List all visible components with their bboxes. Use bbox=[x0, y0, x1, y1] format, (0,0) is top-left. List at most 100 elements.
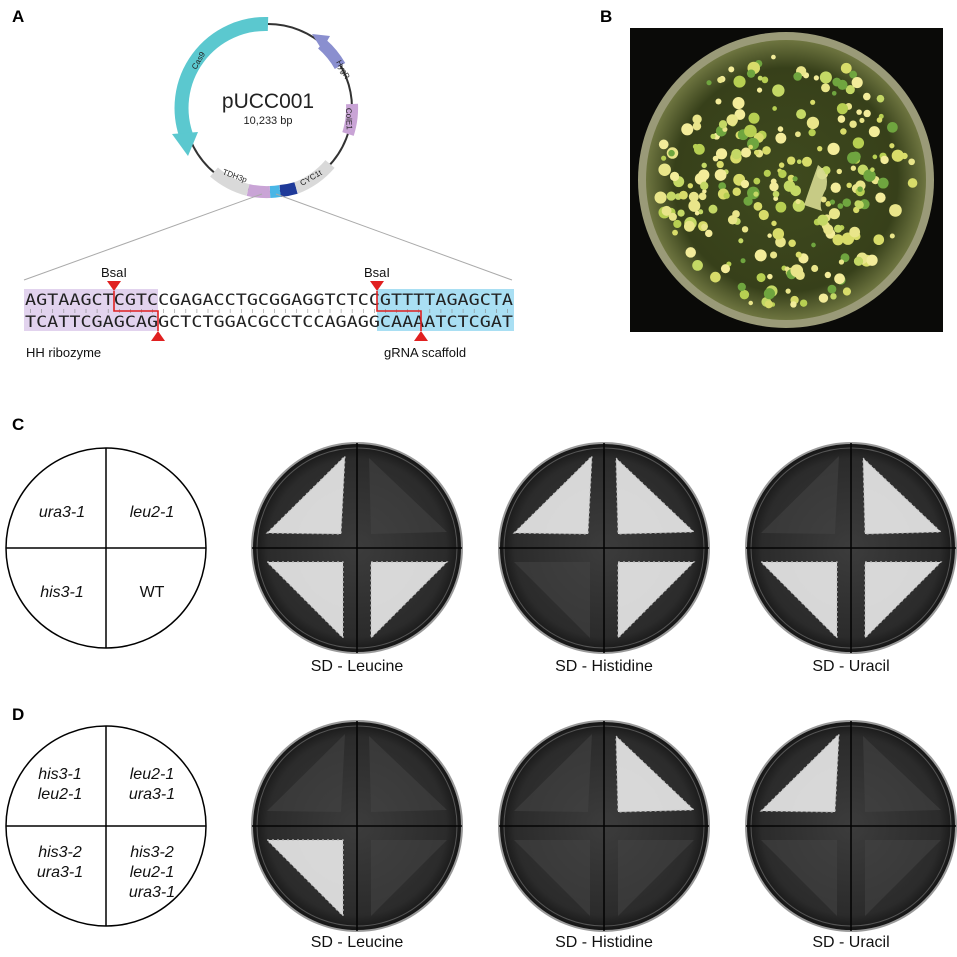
colony bbox=[740, 147, 752, 158]
right-cut-bracket bbox=[376, 291, 422, 331]
colony bbox=[710, 271, 721, 283]
plate-d-uracil bbox=[745, 720, 957, 932]
colony bbox=[771, 54, 776, 60]
colony bbox=[818, 293, 829, 303]
faint-streak bbox=[865, 840, 941, 916]
key-c-bottom-left: his3-1 bbox=[40, 584, 84, 601]
colony bbox=[817, 146, 823, 152]
colony bbox=[770, 251, 778, 259]
colony bbox=[731, 148, 742, 160]
colony bbox=[838, 259, 845, 265]
colony bbox=[829, 199, 836, 205]
colony bbox=[785, 288, 791, 294]
colony bbox=[693, 143, 705, 155]
colony bbox=[772, 228, 785, 240]
colony bbox=[873, 234, 885, 246]
colony bbox=[754, 249, 767, 262]
faint-streak bbox=[514, 734, 592, 812]
colony bbox=[851, 76, 863, 89]
plate-c3-label: SD - Uracil bbox=[812, 658, 889, 675]
colony bbox=[753, 149, 760, 156]
plate-d1-label: SD - Leucine bbox=[311, 934, 404, 951]
faint-streak bbox=[761, 456, 839, 534]
colony-plate-photo bbox=[630, 28, 943, 332]
colony bbox=[688, 199, 701, 212]
colony bbox=[773, 196, 779, 202]
growth-streak-edge bbox=[615, 456, 696, 535]
colony bbox=[700, 181, 709, 190]
growth-streak-edge bbox=[265, 839, 344, 918]
plate-c2-label: SD - Histidine bbox=[555, 658, 653, 675]
colony bbox=[877, 177, 889, 189]
colony bbox=[889, 233, 895, 239]
colony bbox=[790, 301, 797, 308]
colony bbox=[793, 72, 802, 81]
tdh3p-feature bbox=[210, 167, 250, 196]
plate-d-histidine bbox=[498, 720, 710, 932]
colony bbox=[889, 143, 895, 149]
colony bbox=[753, 191, 759, 197]
faint-streak bbox=[267, 734, 345, 812]
panel-label-a: A bbox=[12, 7, 24, 26]
plate-d2-label: SD - Histidine bbox=[555, 934, 653, 951]
right-top-cut-marker bbox=[370, 281, 384, 291]
faint-streak bbox=[369, 458, 447, 534]
colony bbox=[734, 109, 746, 120]
colony bbox=[756, 273, 766, 283]
cole1-feature bbox=[342, 103, 359, 136]
colony bbox=[790, 185, 801, 197]
key-c-bottom-right: WT bbox=[140, 584, 165, 601]
colony bbox=[715, 98, 722, 105]
colony bbox=[908, 158, 915, 166]
colony bbox=[740, 258, 746, 264]
colony bbox=[708, 204, 718, 214]
colony bbox=[842, 287, 852, 296]
colony bbox=[849, 70, 858, 79]
colony bbox=[741, 226, 749, 233]
site-feature bbox=[279, 182, 298, 197]
colony bbox=[837, 115, 846, 123]
key-c-top-right: leu2-1 bbox=[130, 504, 174, 521]
colony bbox=[772, 190, 780, 198]
colony bbox=[795, 251, 802, 258]
colony bbox=[872, 154, 878, 160]
colony bbox=[777, 126, 784, 132]
colony bbox=[778, 162, 785, 168]
colony bbox=[876, 117, 883, 123]
cyc1t-feature bbox=[293, 159, 335, 194]
key-d-br-2: leu2-1 bbox=[130, 864, 174, 881]
colony bbox=[901, 152, 908, 160]
sequence-bottom-strand: TCATTCGAGCAGGCTCTGGACGCCTCCAGAGGCAAAATCT… bbox=[25, 312, 513, 331]
faint-streak bbox=[863, 736, 941, 812]
colony bbox=[820, 196, 827, 203]
colony bbox=[889, 204, 902, 217]
colony bbox=[811, 264, 819, 272]
colony bbox=[687, 183, 694, 189]
colony bbox=[795, 199, 801, 205]
colony bbox=[849, 226, 861, 238]
panel-c-plates bbox=[251, 442, 957, 654]
colony bbox=[859, 117, 865, 123]
plasmid-map: Cas9 HygR ColE1 CYC1t TDH3p pUCC001 10,2… bbox=[23, 16, 513, 281]
hygr-arrowhead bbox=[312, 34, 330, 50]
panel-label-c: C bbox=[12, 415, 24, 434]
colony bbox=[834, 224, 843, 233]
colony bbox=[830, 182, 841, 193]
colony bbox=[767, 233, 772, 238]
zoom-line-right bbox=[275, 193, 513, 281]
colony bbox=[683, 220, 695, 232]
colony bbox=[698, 192, 707, 201]
colony bbox=[801, 156, 812, 167]
colony-smear bbox=[804, 165, 827, 211]
colony bbox=[716, 160, 724, 169]
colony bbox=[849, 120, 857, 128]
colony bbox=[705, 229, 713, 238]
growth-streak-edge bbox=[615, 734, 696, 813]
colony bbox=[673, 219, 682, 229]
panel-c-key: ura3-1 leu2-1 his3-1 WT bbox=[5, 447, 207, 649]
panel-label-d: D bbox=[12, 705, 24, 724]
colony bbox=[763, 288, 776, 300]
colony bbox=[837, 79, 848, 90]
colony bbox=[692, 114, 702, 124]
colony bbox=[891, 149, 904, 162]
